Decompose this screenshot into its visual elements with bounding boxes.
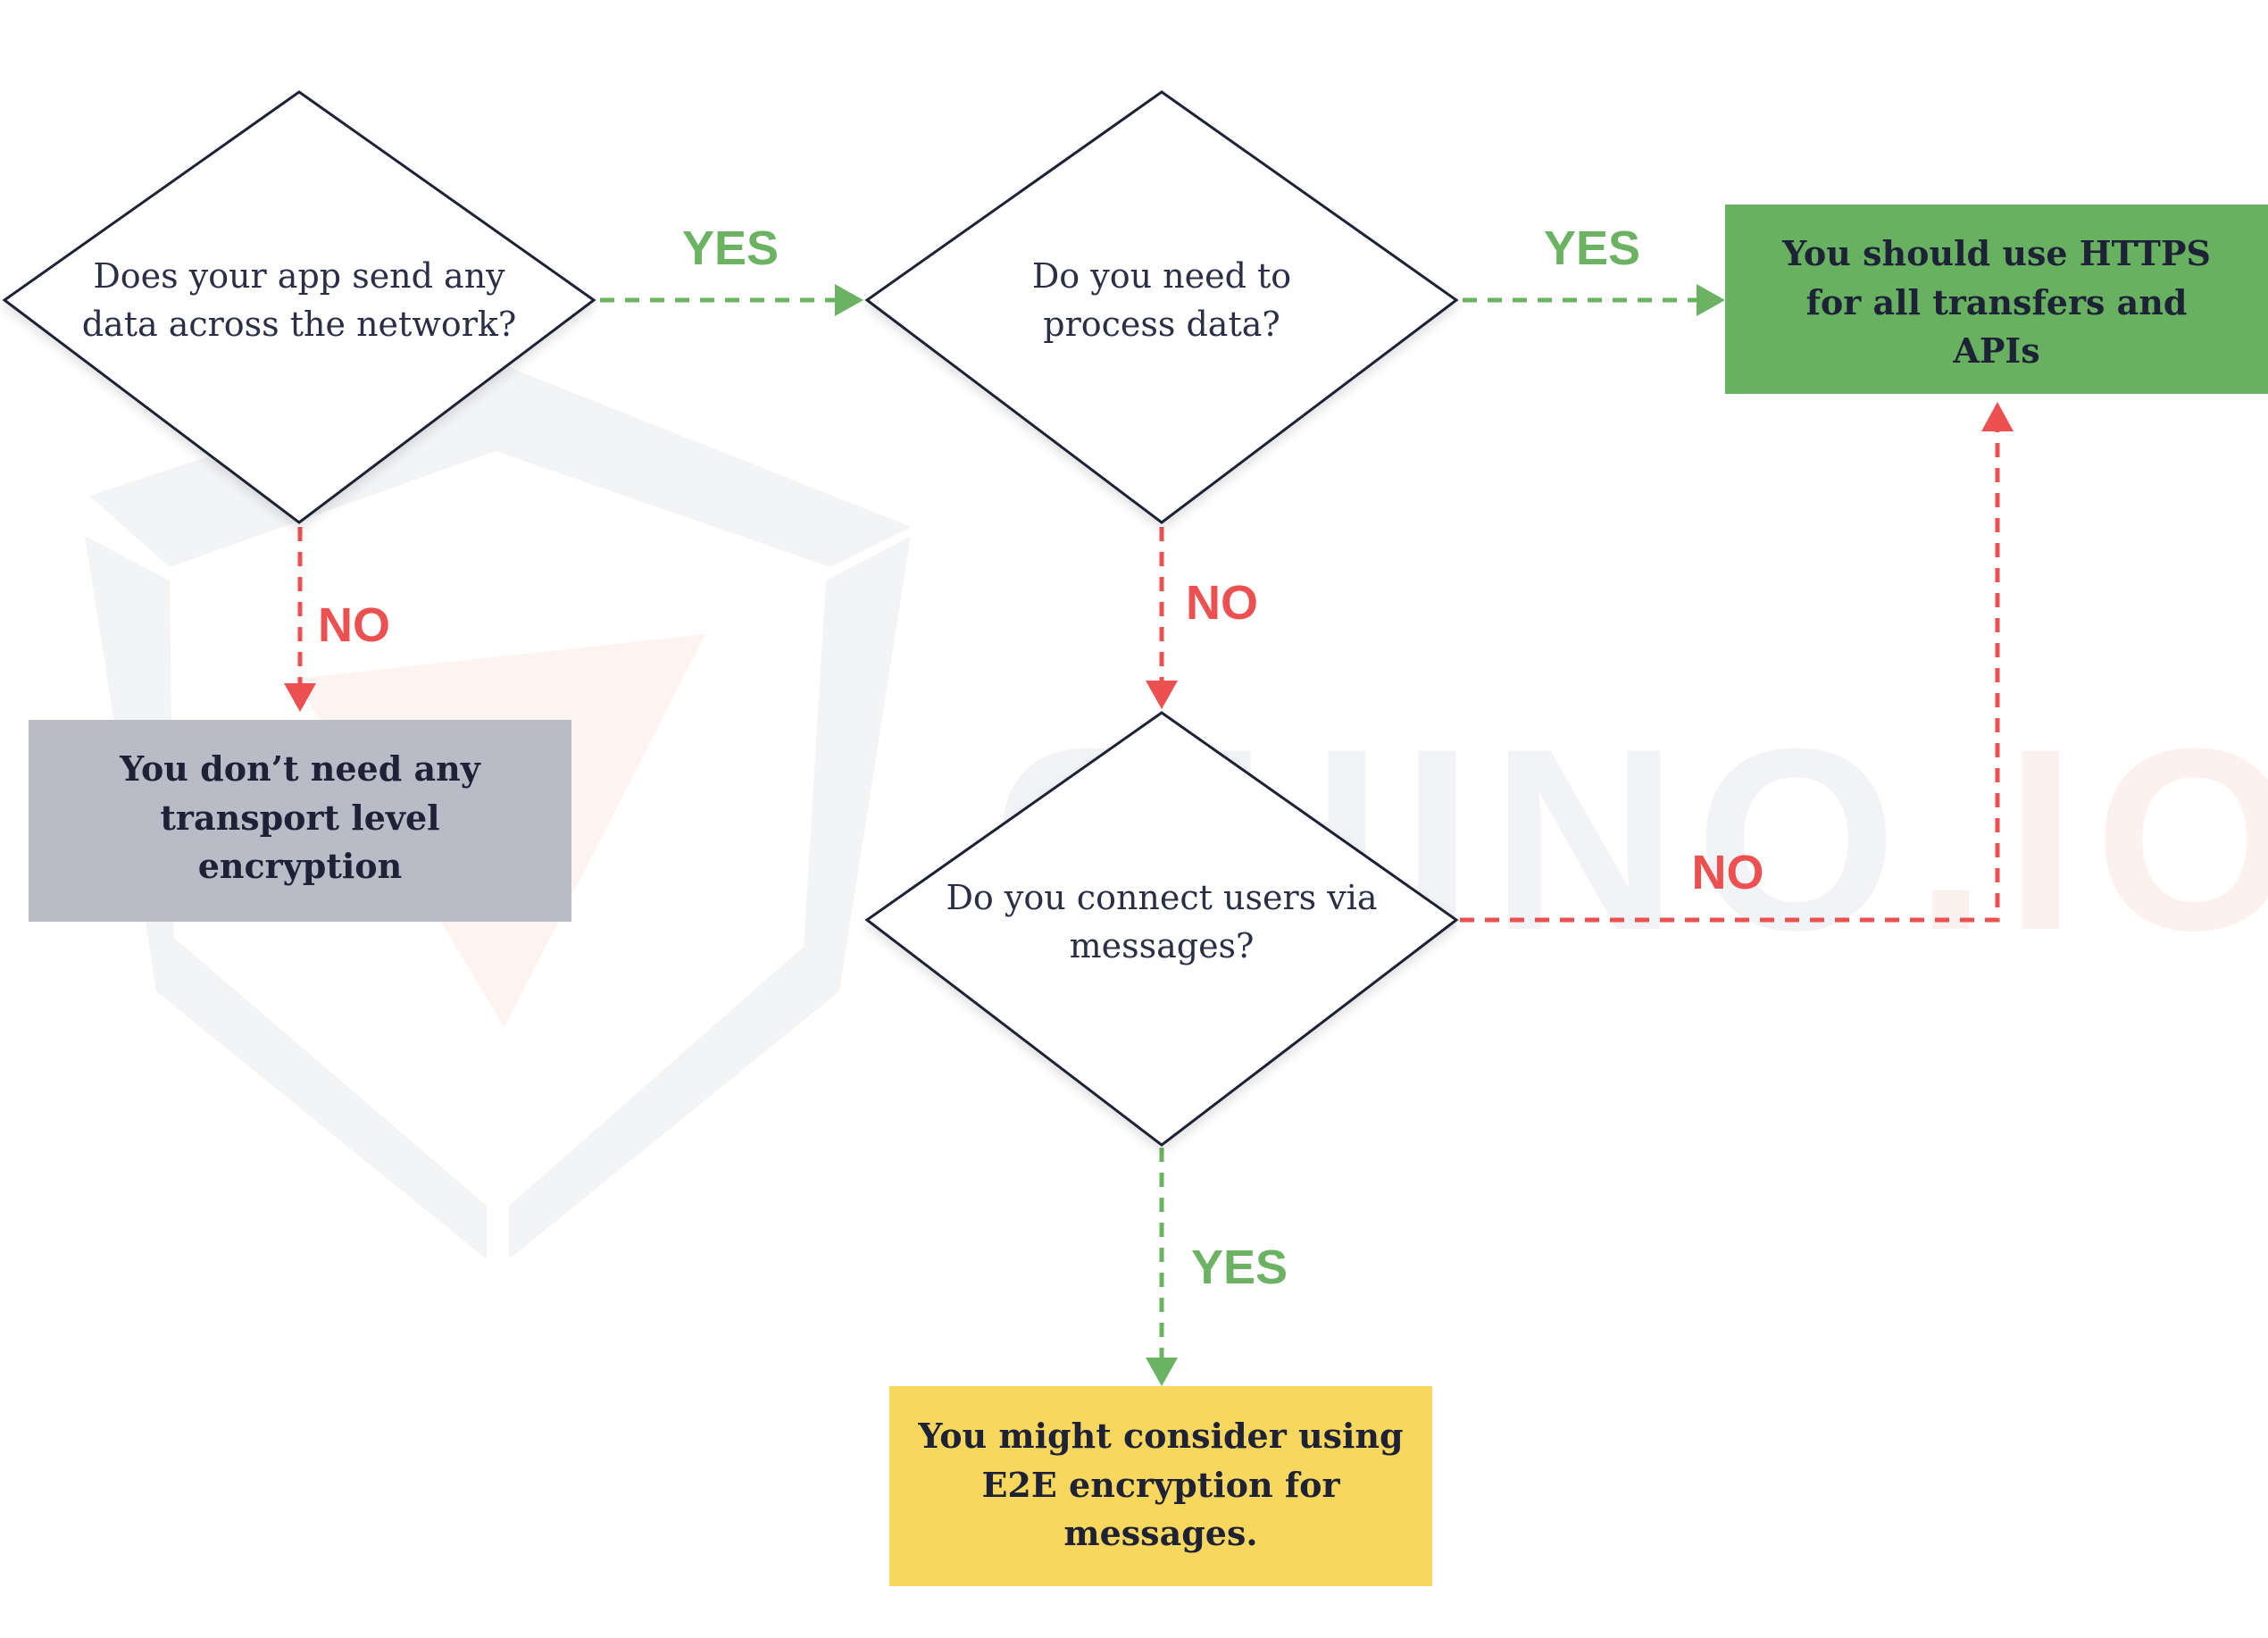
outcome-box xyxy=(889,1386,1432,1586)
decision-text-line2: messages? xyxy=(1070,926,1255,965)
outcome-text-line1: You don’t need any xyxy=(119,748,481,789)
label-q3-no: NO xyxy=(1692,846,1764,899)
outcome-text-line3: APIs xyxy=(1952,330,2039,371)
label-q2-yes: YES xyxy=(1544,221,1640,275)
decision-process-data: Do you need to process data? xyxy=(864,90,1459,524)
outcome-text-line1: You might consider using xyxy=(917,1416,1403,1456)
outcome-text-line3: messages. xyxy=(1063,1513,1257,1553)
decision-text-line1: Do you connect users via xyxy=(946,878,1377,917)
outcome-e2e-encryption: You might consider using E2E encryption … xyxy=(889,1386,1432,1586)
decision-diamond xyxy=(2,90,596,524)
outcome-text-line1: You should use HTTPS xyxy=(1781,233,2211,273)
decision-text-line1: Does your app send any xyxy=(93,256,505,296)
label-q1-no: NO xyxy=(318,598,390,652)
decision-diamond xyxy=(864,711,1459,1147)
outcome-box xyxy=(1725,205,2268,394)
outcome-text-line3: encryption xyxy=(198,846,403,886)
outcome-no-encryption: You don’t need any transport level encry… xyxy=(29,720,571,922)
decision-connect-users: Do you connect users via messages? xyxy=(864,711,1459,1147)
arrowhead-q3-no xyxy=(1981,402,2014,431)
label-q3-yes: YES xyxy=(1191,1241,1288,1294)
arrowhead-q1-yes xyxy=(835,284,863,316)
arrowhead-q3-yes xyxy=(1146,1358,1178,1386)
connector-q3-no xyxy=(1460,427,2000,923)
outcome-use-https: You should use HTTPS for all transfers a… xyxy=(1725,205,2268,394)
label-q1-yes: YES xyxy=(682,221,779,275)
decision-diamond xyxy=(864,90,1459,524)
outcome-box xyxy=(29,720,571,922)
decision-text-line1: Do you need to xyxy=(1032,256,1291,296)
decision-text-line2: data across the network? xyxy=(82,305,517,344)
outcome-text-line2: transport level xyxy=(160,798,439,838)
label-q2-no: NO xyxy=(1186,576,1258,630)
arrowhead-q2-no xyxy=(1146,681,1178,709)
decision-text-line2: process data? xyxy=(1043,305,1280,344)
outcome-text-line2: for all transfers and xyxy=(1806,282,2188,322)
outcome-text-line2: E2E encryption for xyxy=(981,1465,1340,1505)
arrowhead-q2-yes xyxy=(1697,284,1725,316)
decision-send-data: Does your app send any data across the n… xyxy=(2,90,596,524)
arrowhead-q1-no xyxy=(284,683,316,712)
